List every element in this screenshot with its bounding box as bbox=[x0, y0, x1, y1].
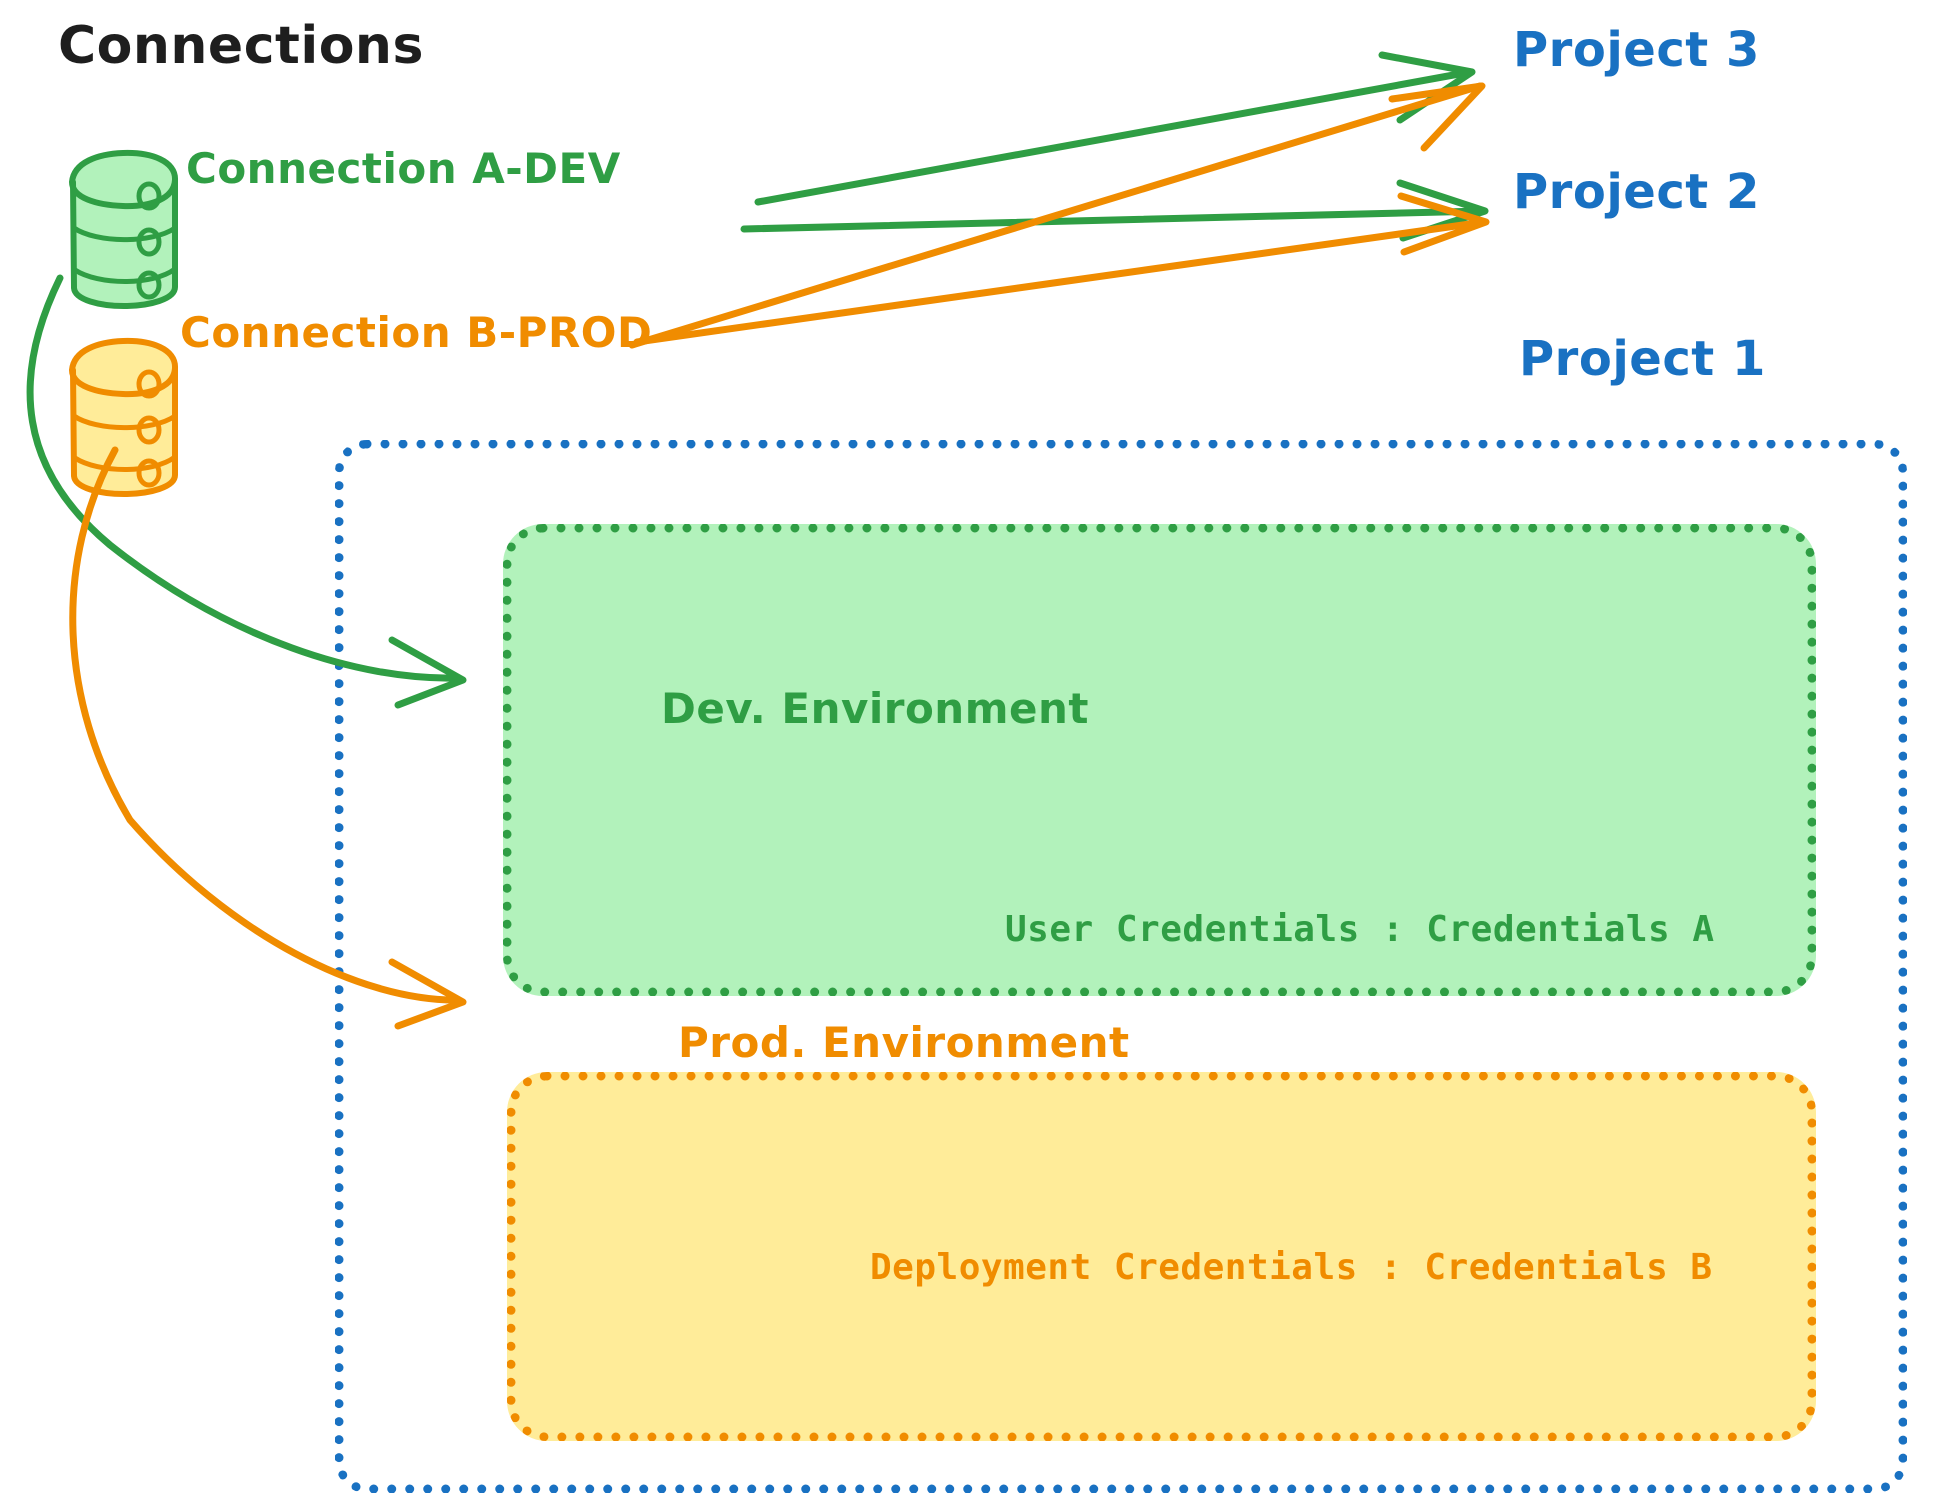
dev-environment-title: Dev. Environment bbox=[661, 684, 1089, 733]
prod-environment-title: Prod. Environment bbox=[678, 1018, 1130, 1067]
project-3-label[interactable]: Project 3 bbox=[1513, 22, 1760, 78]
database-cylinder-icon-orange[interactable] bbox=[69, 337, 178, 497]
page-title: Connections bbox=[58, 16, 424, 76]
prod-environment-box[interactable] bbox=[507, 1072, 1816, 1441]
connection-b-prod-label[interactable]: Connection B-PROD bbox=[180, 308, 653, 357]
project-1-label[interactable]: Project 1 bbox=[1519, 331, 1766, 387]
database-cylinder-icon-green[interactable] bbox=[69, 149, 178, 309]
prod-environment-credentials: Deployment Credentials : Credentials B bbox=[870, 1247, 1713, 1288]
dev-environment-box[interactable] bbox=[503, 524, 1816, 996]
arrow-conn-a-to-project-2 bbox=[740, 179, 1489, 242]
arrow-conn-b-to-project-2 bbox=[633, 192, 1490, 346]
arrow-conn-b-to-project-3 bbox=[628, 82, 1486, 349]
project-2-label[interactable]: Project 2 bbox=[1513, 164, 1760, 220]
dev-environment-credentials: User Credentials : Credentials A bbox=[1005, 909, 1715, 950]
connection-a-dev-label[interactable]: Connection A-DEV bbox=[186, 144, 621, 193]
arrow-conn-a-to-project-3 bbox=[754, 51, 1476, 206]
